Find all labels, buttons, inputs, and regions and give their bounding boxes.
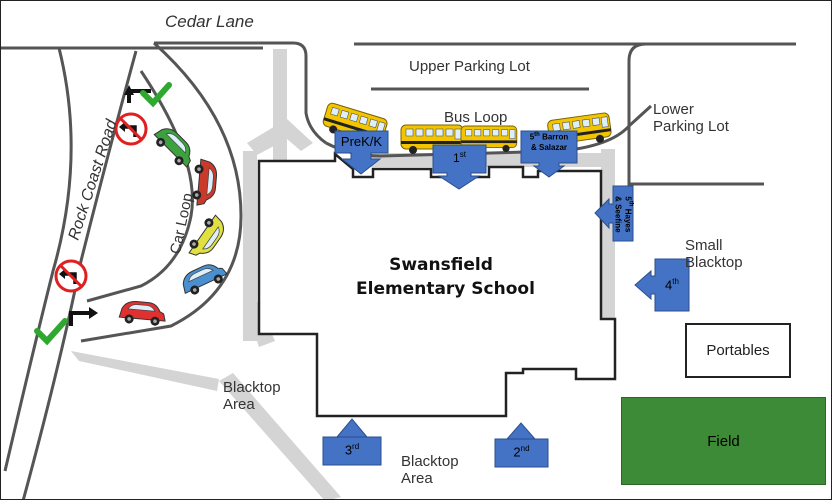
lower-parking-line1: Lower	[653, 101, 694, 118]
door-label-1st-num: 1	[453, 151, 460, 165]
small-blacktop-line2: Blacktop	[685, 254, 743, 272]
car-icon	[177, 257, 230, 299]
check-icon	[34, 82, 172, 346]
bus-loop-label: Bus Loop	[444, 109, 508, 126]
door-arrow-4th	[634, 258, 690, 312]
door-arrow-1st	[432, 144, 487, 190]
blacktop-left-line1: Blacktop	[223, 379, 281, 396]
door-arrow-5th-hayes	[594, 185, 634, 242]
door-label-5th-barron-line2: & Salazar	[530, 142, 568, 152]
door-label-5th-hayes-sup: th	[627, 200, 634, 207]
lower-parking-lot-label: Lower Parking Lot	[653, 101, 729, 136]
cedar-lane-label: Cedar Lane	[165, 12, 254, 31]
door-label-5th-hayes-line1: Hayes	[623, 208, 633, 233]
door-label-5th-hayes: 5th Hayes & Seefine	[613, 186, 634, 242]
door-label-5th-barron-num: 5	[529, 132, 535, 142]
door-label-1st-sup: st	[459, 150, 466, 159]
door-arrow-5th-barron	[520, 130, 578, 178]
small-blacktop-line1: Small	[685, 237, 723, 254]
small-blacktop-label: Small Blacktop	[685, 237, 743, 272]
portables-building: Portables	[685, 323, 791, 378]
upper-parking-lot-label: Upper Parking Lot	[409, 58, 530, 75]
school-name-line1: Swansfield	[389, 255, 493, 275]
cedar-lane-right-curb	[154, 41, 327, 145]
car-loop-inner	[86, 70, 194, 303]
no-turn-icon	[54, 259, 88, 293]
door-label-prek: PreK/K	[340, 134, 383, 149]
door-label-4th-sup: th	[672, 277, 679, 286]
door-arrows	[322, 130, 690, 468]
walkways	[71, 49, 615, 499]
car-loop-outer	[80, 41, 243, 343]
car-icon	[118, 299, 168, 328]
lower-lot-border	[627, 42, 764, 186]
field-area: Field	[621, 397, 826, 485]
blacktop-area-left-label: Blacktop Area	[223, 379, 281, 414]
door-label-3rd: 3rd	[323, 442, 381, 457]
blacktop-bottom-line1: Blacktop	[401, 453, 459, 470]
door-label-4th: 4th	[655, 277, 689, 292]
door-label-2nd-sup: nd	[520, 444, 530, 453]
door-label-1st: 1st	[433, 150, 486, 165]
blacktop-bottom-line2: Area	[401, 470, 433, 488]
door-label-5th-barron-line1: Barron	[542, 132, 569, 142]
door-arrow-prek	[334, 130, 389, 175]
lower-parking-line2: Parking Lot	[653, 118, 729, 136]
door-label-5th-barron-sup: th	[534, 132, 540, 138]
blacktop-area-bottom-label: Blacktop Area	[401, 453, 459, 488]
door-label-4th-num: 4	[665, 277, 673, 293]
door-label-2nd-num: 2	[513, 444, 521, 460]
door-label-2nd: 2nd	[495, 444, 548, 459]
door-label-3rd-num: 3	[344, 442, 353, 458]
school-name-line2: Elementary School	[356, 278, 535, 299]
door-label-5th-barron: 5th Barron & Salazar	[521, 132, 577, 153]
no-turn-icon	[114, 112, 148, 146]
rock-coast-road-outer	[3, 47, 73, 472]
door-label-3rd-sup: rd	[352, 442, 360, 451]
door-arrow-2nd	[494, 422, 549, 468]
door-label-5th-hayes-line2: & Seefine	[613, 196, 623, 233]
door-arrow-3rd	[322, 418, 382, 466]
school-building	[257, 151, 617, 418]
blacktop-left-line2: Area	[223, 396, 255, 414]
school-name-label: Swansfield Elementary School	[356, 255, 535, 299]
